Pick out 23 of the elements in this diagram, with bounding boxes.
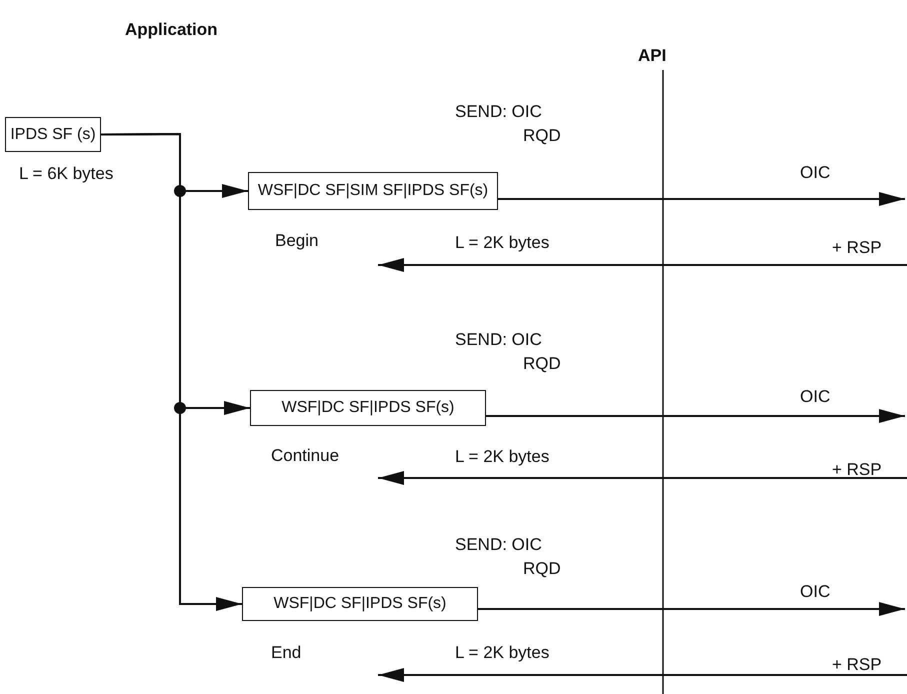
- box-caption: End: [271, 643, 302, 663]
- box-text: WSF|DC SF|IPDS SF(s): [282, 399, 454, 417]
- response-label: + RSP: [832, 655, 882, 675]
- arrow: [486, 409, 905, 423]
- length-note: L = 2K bytes: [455, 447, 550, 467]
- arrow: [478, 602, 905, 616]
- response-label: + RSP: [832, 238, 882, 258]
- box-text: WSF|DC SF|SIM SF|IPDS SF(s): [258, 182, 488, 200]
- box-caption: Begin: [275, 231, 318, 251]
- box-caption: Continue: [271, 446, 340, 466]
- response-label: + RSP: [832, 460, 882, 480]
- box-text: IPDS SF (s): [10, 126, 96, 144]
- arrow: [101, 133, 242, 611]
- arrow: [498, 192, 905, 206]
- box-caption: L = 6K bytes: [19, 164, 114, 184]
- send-note: SEND: OIC RQD: [455, 329, 562, 375]
- box-text: WSF|DC SF|IPDS SF(s): [274, 595, 446, 613]
- send-note: SEND: OIC RQD: [455, 101, 562, 147]
- length-note: L = 2K bytes: [455, 233, 550, 253]
- send-note: SEND: OIC RQD: [455, 534, 562, 580]
- column-heading: Application: [125, 20, 218, 40]
- length-note: L = 2K bytes: [455, 643, 550, 663]
- column-heading: API: [638, 46, 666, 66]
